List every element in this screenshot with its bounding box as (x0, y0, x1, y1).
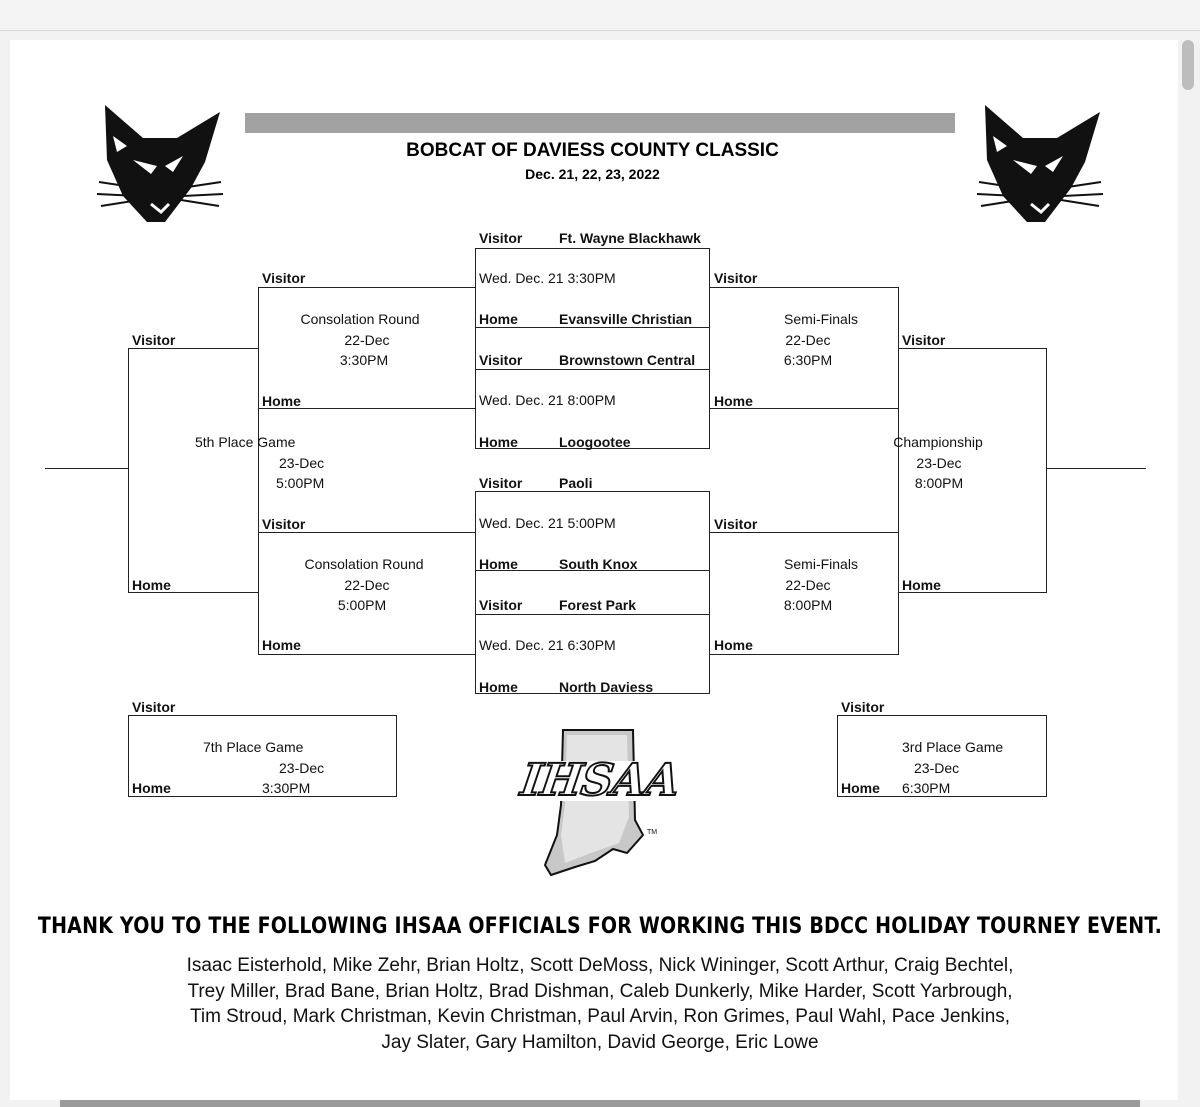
championship-box (898, 348, 1047, 593)
championship-line (1046, 468, 1146, 469)
consolation-top-box (258, 287, 476, 409)
officials-line-1: Isaac Eisterhold, Mike Zehr, Brian Holtz… (186, 955, 1014, 976)
fifth-place-line (45, 468, 129, 469)
consolation-bottom-box (258, 532, 476, 655)
consolation-top-time: 3:30PM (339, 352, 389, 368)
home-label: Home (714, 637, 753, 653)
visitor-label: Visitor (841, 699, 885, 715)
home-label: Home (479, 311, 518, 327)
championship-name: Championship (893, 434, 983, 450)
game4-home-team: North Daviess (559, 679, 654, 695)
seventh-place-box (128, 715, 397, 797)
home-label: Home (262, 393, 301, 409)
fifth-place-name: 5th Place Game (195, 434, 296, 450)
fifth-place-time: 5:00PM (276, 475, 325, 491)
home-label: Home (132, 577, 171, 593)
consolation-top-date: 22-Dec (344, 332, 390, 348)
seventh-place-name: 7th Place Game (203, 739, 304, 755)
visitor-label: Visitor (714, 516, 758, 532)
game3-visitor-team: Paoli (559, 475, 593, 491)
indiana-state-icon (503, 729, 697, 877)
fifth-place-date: 23-Dec (279, 455, 325, 471)
fifth-place-box (128, 348, 259, 593)
visitor-label: Visitor (714, 270, 758, 286)
consolation-bottom-date: 22-Dec (344, 577, 390, 593)
game1-home-team: Evansville Christian (559, 311, 693, 327)
tournament-dates: Dec. 21, 22, 23, 2022 (525, 166, 660, 182)
game3-home-team: South Knox (559, 556, 638, 572)
home-label: Home (479, 679, 518, 695)
home-label: Home (714, 393, 753, 409)
seventh-place-time: 3:30PM (262, 780, 311, 796)
officials-line-3: Tim Stroud, Mark Christman, Kevin Christ… (189, 1006, 1011, 1027)
browser-top-strip (0, 0, 1200, 31)
header-banner-bar (245, 113, 955, 133)
semis-top-date: 22-Dec (785, 332, 831, 348)
visitor-label: Visitor (479, 475, 523, 491)
game-box-2 (475, 369, 710, 449)
semis-bottom-name: Semi-Finals (784, 556, 858, 572)
semis-bottom-box (709, 532, 899, 655)
championship-time: 8:00PM (914, 475, 964, 491)
home-label: Home (132, 780, 171, 796)
semis-top-name: Semi-Finals (784, 311, 858, 327)
consolation-bottom-name: Consolation Round (304, 556, 424, 572)
visitor-label: Visitor (262, 516, 306, 532)
semis-top-time: 6:30PM (783, 352, 833, 368)
semis-bottom-time: 8:00PM (783, 597, 833, 613)
ihsaa-logo-text: IHSAA (517, 754, 683, 807)
home-label: Home (479, 556, 518, 572)
game2-visitor-team: Brownstown Central (559, 352, 696, 368)
home-label: Home (262, 637, 301, 653)
semis-top-box (709, 287, 899, 409)
home-label: Home (841, 780, 880, 796)
third-place-time: 6:30PM (902, 780, 951, 796)
game-box-3 (475, 491, 710, 571)
officials-line-2: Trey Miller, Brad Bane, Brian Holtz, Bra… (187, 981, 1013, 1002)
visitor-label: Visitor (132, 332, 176, 348)
visitor-label: Visitor (262, 270, 306, 286)
third-place-date: 23-Dec (914, 760, 960, 776)
seventh-place-date: 23-Dec (279, 760, 325, 776)
championship-date: 23-Dec (916, 455, 962, 471)
game3-time: Wed. Dec. 21 5:00PM (479, 515, 616, 531)
third-place-name: 3rd Place Game (902, 739, 1004, 755)
game2-time: Wed. Dec. 21 8:00PM (479, 392, 616, 408)
visitor-label: Visitor (132, 699, 176, 715)
bottom-rule (60, 1100, 1140, 1107)
game4-visitor-team: Forest Park (559, 597, 637, 613)
trademark-mark: TM (647, 829, 658, 836)
scrollbar-thumb[interactable] (1182, 40, 1194, 90)
officials-line-4: Jay Slater, Gary Hamilton, David George,… (381, 1032, 819, 1053)
visitor-label: Visitor (479, 352, 523, 368)
home-label: Home (479, 434, 518, 450)
page-title: BOBCAT OF DAVIESS COUNTY CLASSIC (406, 140, 779, 161)
consolation-top-name: Consolation Round (300, 311, 420, 327)
visitor-label: Visitor (479, 597, 523, 613)
game2-home-team: Loogootee (559, 434, 631, 450)
bobcat-logo-right (976, 105, 1104, 222)
consolation-bottom-time: 5:00PM (337, 597, 387, 613)
officials-heading: THANK YOU TO THE FOLLOWING IHSAA OFFICIA… (37, 913, 1163, 939)
game1-time: Wed. Dec. 21 3:30PM (479, 270, 616, 286)
ihsaa-logo: IHSAA TM (495, 725, 705, 880)
visitor-label: Visitor (479, 230, 523, 246)
third-place-box (837, 715, 1047, 797)
semis-bottom-date: 22-Dec (785, 577, 831, 593)
bobcat-logo-left (96, 105, 224, 222)
game1-visitor-team: Ft. Wayne Blackhawk (559, 230, 701, 246)
home-label: Home (902, 577, 941, 593)
visitor-label: Visitor (902, 332, 946, 348)
game4-time: Wed. Dec. 21 6:30PM (479, 637, 616, 653)
